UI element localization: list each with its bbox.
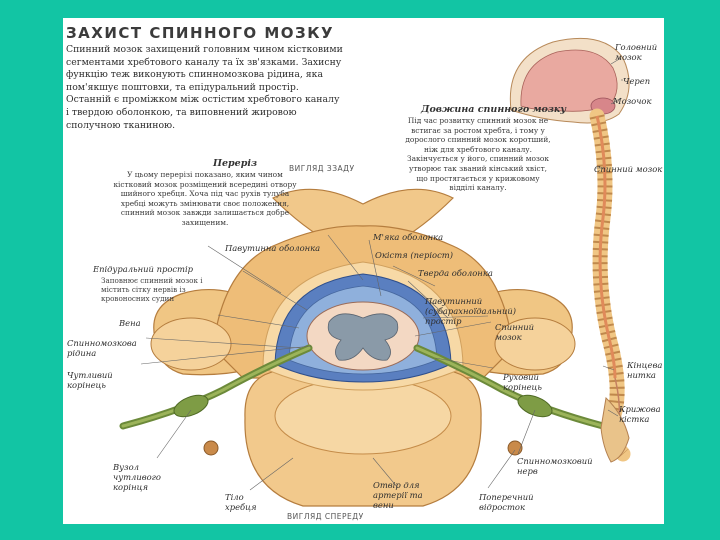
right-artery-foramen	[508, 441, 522, 455]
label-epidural-sub: Заповнює спинний мозок і містить сітку н…	[101, 276, 233, 303]
label-spinal-cord-side: Спинний мозок	[594, 164, 662, 174]
label-artery-foramen: Отвір для артерії та вени	[373, 480, 431, 510]
label-arachnoid: Павутинна оболонка	[225, 243, 320, 253]
label-sensory-root: Чутливий корінець	[67, 370, 131, 390]
label-dura: Тверда оболонка	[418, 268, 493, 278]
page-title: ЗАХИСТ СПИННОГО МОЗКУ	[66, 24, 334, 42]
intro-paragraph: Спинний мозок захищений головним чином к…	[66, 44, 344, 132]
label-epidural: Епідуральний простір	[93, 264, 193, 274]
cross-section-heading: Переріз	[213, 158, 257, 169]
left-artery-foramen	[204, 441, 218, 455]
label-brain: Головний мозок	[615, 42, 663, 62]
label-skull: Череп	[623, 76, 650, 86]
length-heading: Довжина спинного мозку	[421, 104, 566, 115]
slide: ЗАХИСТ СПИННОГО МОЗКУ Спинний мозок захи…	[63, 18, 664, 524]
left-facet	[151, 318, 231, 370]
view-top-label: ВИГЛЯД ЗЗАДУ	[289, 164, 355, 173]
label-spinal-cord: Спинний мозок	[495, 322, 535, 342]
label-motor-root: Руховий корінець	[503, 372, 549, 392]
label-vein: Вена	[119, 318, 141, 328]
label-ganglion: Вузол чутливого корінця	[113, 462, 169, 492]
label-transverse-process: Поперечний відросток	[479, 492, 549, 512]
label-cerebellum: Мозочок	[613, 96, 651, 106]
label-spinal-nerve: Спинномозковий нерв	[517, 456, 591, 476]
view-bottom-label: ВИГЛЯД СПЕРЕДУ	[287, 512, 364, 521]
label-vertebral-body: Тіло хребця	[225, 492, 265, 512]
label-sacrum: Крижова кістка	[619, 404, 663, 424]
label-pia: М'яка оболонка	[373, 232, 443, 242]
label-periosteum: Окістя (періост)	[375, 250, 453, 260]
length-text: Під час розвитку спинний мозок не встига…	[404, 116, 552, 193]
label-filum-terminale: Кінцева нитка	[627, 360, 663, 380]
label-csf: Спинномозкова рідина	[67, 338, 137, 358]
cross-section-text: У цьому перерізі показано, яким чином кі…	[111, 170, 299, 228]
